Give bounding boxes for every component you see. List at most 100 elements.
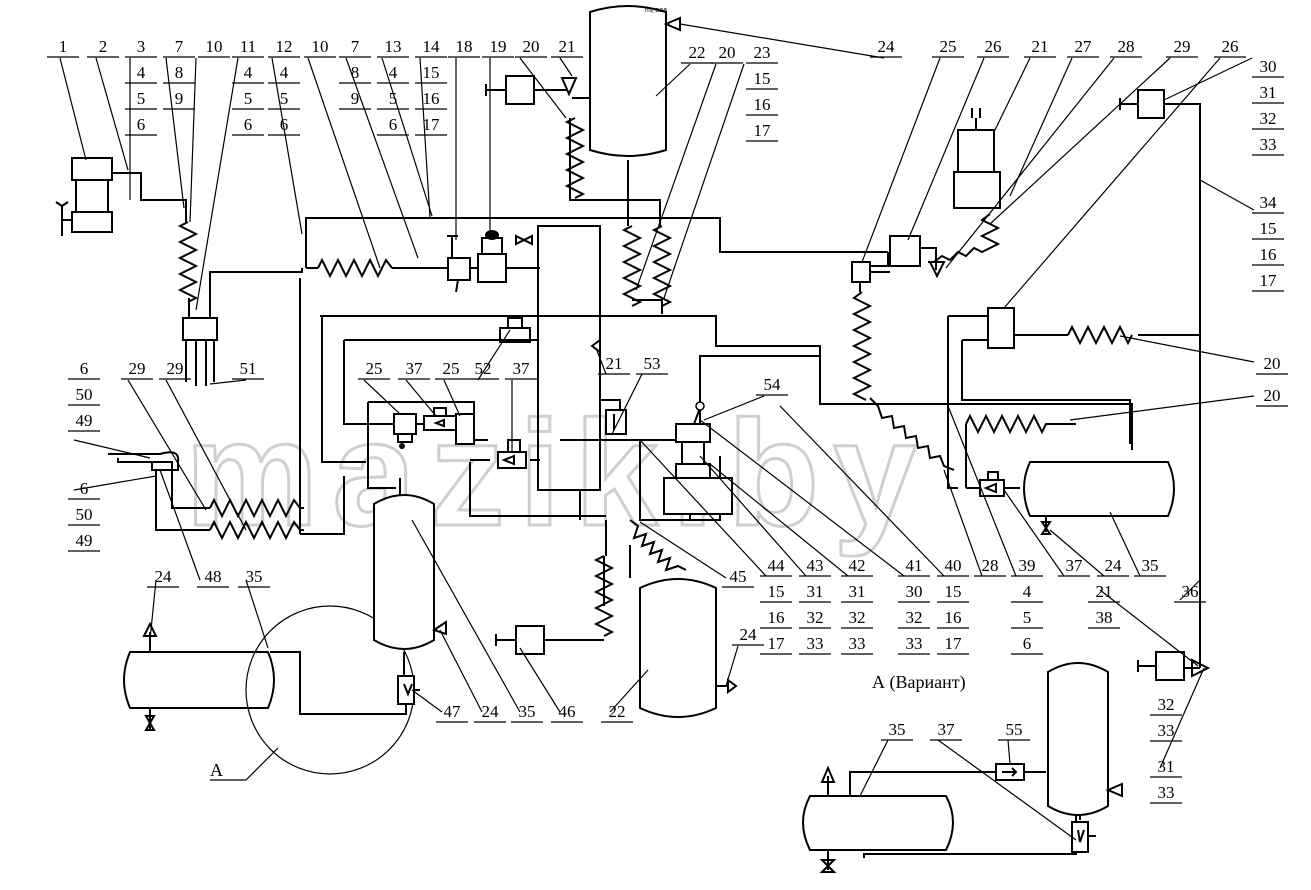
callout-label: 21	[1096, 582, 1113, 601]
callout-label: 50	[76, 385, 93, 404]
coil-center-right	[653, 225, 671, 307]
callout-label: 26	[985, 37, 1002, 56]
callout-label: 42	[849, 556, 866, 575]
pipelines	[112, 97, 1201, 858]
box-30	[1119, 89, 1165, 119]
callout-label: 15	[768, 582, 785, 601]
callout-label: 37	[513, 359, 531, 378]
callout-label: 27	[1075, 37, 1093, 56]
callout-label: 8	[175, 63, 184, 82]
callout-label: 20	[719, 43, 736, 62]
callout-label: 33	[1260, 135, 1277, 154]
callout-label: 20	[1264, 386, 1281, 405]
callout-label: 16	[754, 95, 771, 114]
coil-left-lower-2	[209, 519, 304, 541]
callout-label: 35	[246, 567, 263, 586]
callout-label: 7	[175, 37, 184, 56]
valve-25-right	[851, 235, 921, 283]
callout-label: 29	[129, 359, 146, 378]
callout-label: 52	[475, 359, 492, 378]
callout-label: 33	[1158, 721, 1175, 740]
callout-label: 40	[945, 556, 962, 575]
callout-label: 55	[1006, 720, 1023, 739]
callout-label: 28	[1118, 37, 1135, 56]
callout-label: 33	[849, 634, 866, 653]
callout-label: 49	[76, 411, 93, 430]
drier-46	[495, 625, 545, 655]
callout-label: 45	[730, 567, 747, 586]
receiver-35-left	[123, 605, 415, 775]
callout-label: 8	[351, 63, 360, 82]
coil-right-upper	[928, 213, 1001, 263]
callout-label: 39	[1019, 556, 1036, 575]
callout-label: 6	[280, 115, 289, 134]
tank-22-bottom	[639, 578, 738, 718]
drain-valve-top	[515, 234, 533, 246]
unloader-valve-51	[182, 317, 218, 386]
pressure-regulator-18	[447, 235, 471, 293]
callout-label: 17	[945, 634, 963, 653]
callout-label: 17	[1260, 271, 1278, 290]
component-48-49	[108, 451, 180, 471]
component-52	[499, 317, 531, 343]
callout-label: 32	[807, 608, 824, 627]
callout-label: 26	[1222, 37, 1239, 56]
callout-label: 18	[456, 37, 473, 56]
callout-label: 30	[1260, 57, 1277, 76]
callout-label: 15	[423, 63, 440, 82]
callout-label: 35	[889, 720, 906, 739]
callout-label: 15	[1260, 219, 1277, 238]
callout-label: 16	[945, 608, 962, 627]
callout-label: 24	[740, 625, 758, 644]
callout-label: 15	[754, 69, 771, 88]
callout-label: 53	[644, 354, 661, 373]
callout-label: 17	[768, 634, 786, 653]
callout-label: 5	[137, 89, 146, 108]
callout-label: 16	[1260, 245, 1277, 264]
callout-label: 1	[59, 37, 68, 56]
callout-label: 31	[849, 582, 866, 601]
callout-label: 19	[490, 37, 507, 56]
coil-to-tank-22	[629, 519, 687, 572]
callout-label: 17	[754, 121, 772, 140]
callout-label: 30	[906, 582, 923, 601]
callout-label: 35	[1142, 556, 1159, 575]
callout-label: 24	[155, 567, 173, 586]
callout-label: 6	[244, 115, 253, 134]
coil-center-left	[623, 225, 641, 307]
callout-label: 10	[312, 37, 329, 56]
callout-label: 5	[1023, 608, 1032, 627]
callout-label: 20	[523, 37, 540, 56]
callout-label: 4	[244, 63, 253, 82]
callout-label: 6	[389, 115, 398, 134]
callout-label: 21	[559, 37, 576, 56]
callout-label: 9	[175, 89, 184, 108]
callout-label: 43	[807, 556, 824, 575]
callout-label: 37	[406, 359, 424, 378]
callout-label: 22	[689, 43, 706, 62]
callout-label: 32	[1260, 109, 1277, 128]
callout-label: 31	[1260, 83, 1277, 102]
callout-label: 24	[878, 37, 896, 56]
callout-label: 7	[351, 37, 360, 56]
callout-label: 4	[389, 63, 398, 82]
callout-label: 9	[351, 89, 360, 108]
callout-label: 31	[807, 582, 824, 601]
callout-label: 4	[280, 63, 289, 82]
valve-21-center	[590, 338, 601, 354]
callout-label: 5	[389, 89, 398, 108]
callout-label: 24	[482, 702, 500, 721]
variant-assembly	[802, 662, 1123, 873]
protection-valve-19	[477, 230, 507, 283]
callout-label: 6	[80, 479, 89, 498]
callout-label: 20	[1264, 354, 1281, 373]
compressor	[55, 157, 113, 236]
callout-label: 38	[1096, 608, 1113, 627]
callout-label: 5	[280, 89, 289, 108]
coil-right-vertical	[851, 291, 873, 401]
coil-right-diagonal	[869, 397, 955, 471]
component-29-right	[987, 307, 1015, 349]
callout-label: 32	[1158, 695, 1175, 714]
